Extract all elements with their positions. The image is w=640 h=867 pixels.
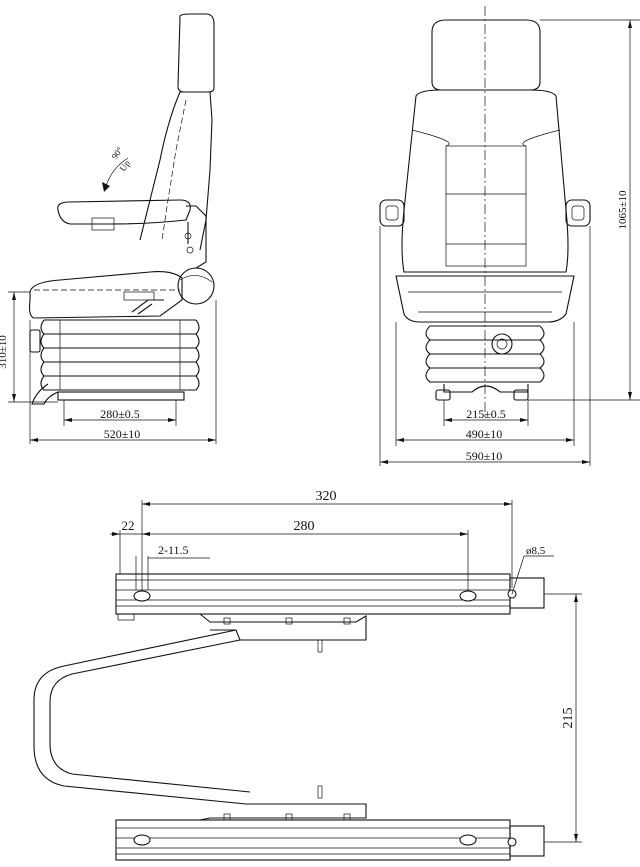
slide-bottom-rail — [115, 819, 545, 861]
side-rail-dim: 280±0.5 — [100, 407, 140, 421]
front-seat-cushion — [395, 275, 575, 323]
side-bellows — [40, 319, 200, 391]
slide-offset-dim: 22 — [122, 518, 135, 533]
side-up-label: Up — [117, 158, 132, 173]
slide-hole-dim: 2-11.5 — [158, 543, 189, 557]
side-base-rail — [57, 391, 185, 401]
slide-top-rail — [115, 573, 545, 621]
side-backrest — [139, 91, 213, 251]
side-pivot-knob — [177, 267, 215, 305]
side-view: 310±10 280±0.5 520±10 90° Up — [0, 13, 217, 444]
side-seat-cushion — [28, 271, 183, 319]
slide-view: 320 22 280 2-11.5 ø8.5 215 — [33, 489, 582, 861]
slide-pin-dim: ø8.5 — [526, 545, 546, 557]
front-overall-width-dim: 590±10 — [466, 449, 503, 463]
slide-travel-dim: 215 — [561, 708, 576, 729]
front-bellows — [425, 325, 545, 383]
side-depth-dim: 520±10 — [104, 427, 141, 441]
front-headrest — [431, 19, 541, 91]
front-armrest-left — [379, 199, 405, 227]
slide-u-arm — [33, 629, 251, 805]
front-armrest-right — [565, 199, 591, 227]
side-height-dim: 310±10 — [0, 335, 9, 369]
slide-hole-spacing-dim: 280 — [294, 519, 315, 534]
front-seat-width-dim: 490±10 — [466, 427, 503, 441]
front-height-dim: 1065±10 — [617, 190, 629, 230]
front-rail-dim: 215±0.5 — [466, 407, 506, 421]
side-headrest — [177, 13, 215, 93]
front-view: 215±0.5 490±10 590±10 1065±10 — [379, 6, 640, 466]
slide-overall-dim: 320 — [316, 489, 337, 504]
side-armrest — [57, 199, 191, 225]
